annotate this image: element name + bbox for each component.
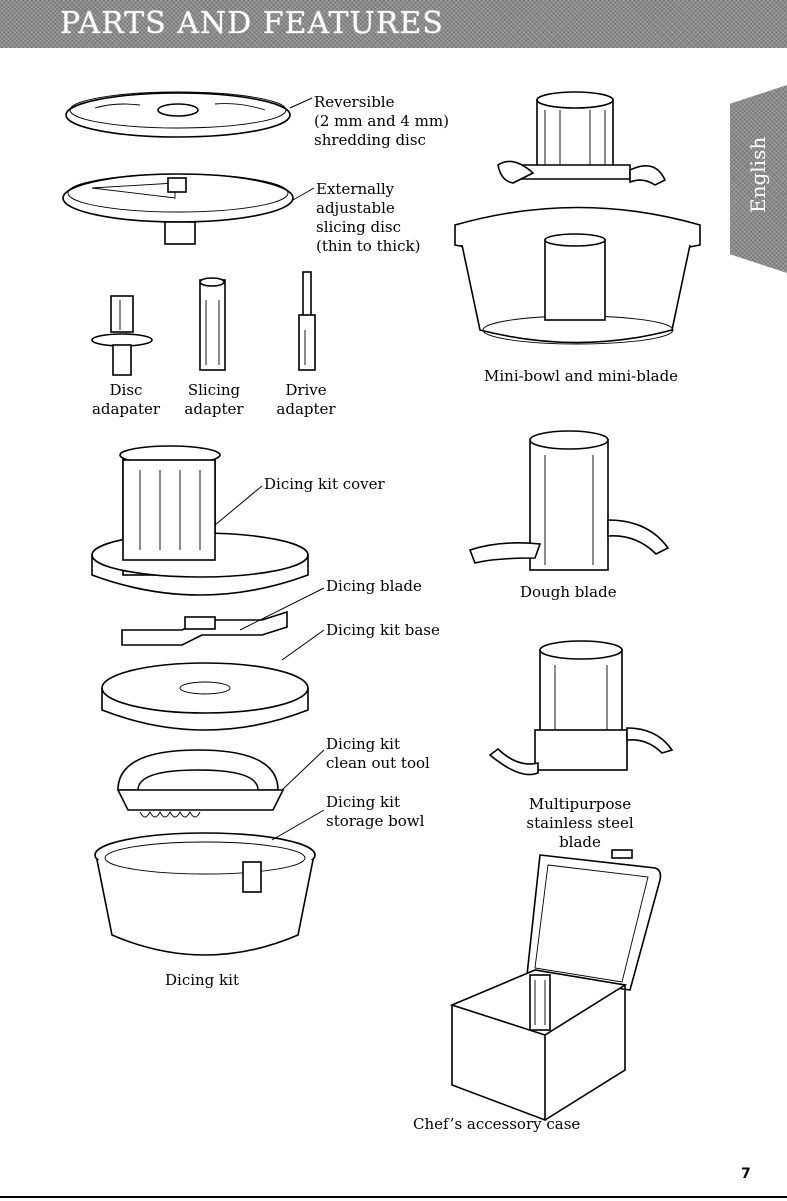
dough-blade-label: Dough blade	[520, 583, 617, 601]
slicing-adapter-illustration	[199, 277, 226, 371]
page-number: 7	[741, 1166, 751, 1182]
mini-bowl-illustration	[454, 91, 701, 345]
clean-out-tool-label: Dicing kit clean out tool	[326, 735, 430, 772]
slicing-disc-illustration	[62, 173, 315, 245]
drive-adapter-illustration	[298, 271, 316, 371]
slicing-disc-label: Externally adjustable slicing disc (thin…	[316, 180, 421, 255]
language-tab	[730, 85, 787, 273]
dicing-kit-cover-illustration	[91, 445, 309, 596]
drive-adapter-label: Drive adapter	[276, 381, 336, 418]
multipurpose-blade-label: Multipurpose stainless steel blade	[526, 795, 634, 851]
footer-rule	[0, 1196, 787, 1198]
accessory-case-label: Chef’s accessory case	[413, 1115, 581, 1133]
mini-bowl-label: Mini-bowl and mini-blade	[484, 367, 679, 385]
dicing-blade-label: Dicing blade	[326, 577, 422, 595]
slicing-adapter-label: Slicing adapter	[184, 381, 244, 418]
dicing-kit-base-illustration	[101, 629, 325, 731]
disc-adapter-illustration	[91, 295, 153, 376]
storage-bowl-label: Dicing kit storage bowl	[326, 793, 425, 830]
storage-bowl-illustration	[94, 809, 325, 956]
dough-blade-illustration	[468, 430, 670, 571]
clean-out-tool-illustration	[116, 749, 325, 818]
shredding-disc-illustration	[65, 91, 313, 138]
shredding-disc-label: Reversible (2 mm and 4 mm) shredding dis…	[314, 93, 449, 149]
accessory-case-illustration	[449, 849, 662, 1122]
dicing-kit-label: Dicing kit	[165, 971, 239, 989]
header-bar	[0, 0, 787, 48]
dicing-blade-illustration	[121, 587, 325, 646]
dicing-kit-cover-label: Dicing kit cover	[264, 475, 385, 493]
disc-adapter-label: Disc adapater	[91, 381, 161, 418]
dicing-kit-base-label: Dicing kit base	[326, 621, 440, 639]
page-title: PARTS AND FEATURES	[60, 6, 444, 41]
multipurpose-blade-illustration	[488, 640, 674, 776]
